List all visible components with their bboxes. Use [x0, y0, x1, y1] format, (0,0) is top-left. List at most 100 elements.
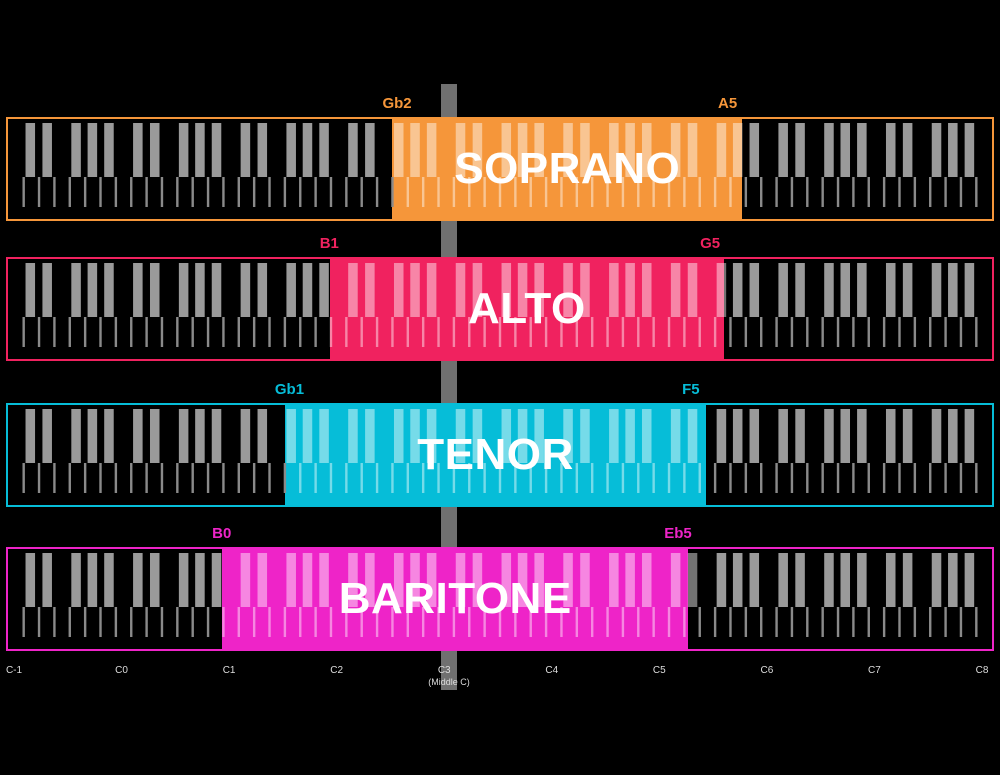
black-key [501, 263, 512, 317]
white-key [683, 317, 686, 347]
white-key [683, 607, 686, 637]
white-key [53, 177, 56, 207]
white-key [713, 317, 717, 347]
white-key [176, 177, 179, 207]
octave-label: C6 [760, 665, 774, 676]
black-key [964, 263, 975, 317]
black-key [240, 409, 251, 463]
white-key [22, 463, 25, 493]
white-key [913, 317, 917, 347]
white-key [821, 177, 824, 207]
white-key [637, 463, 640, 493]
white-key [437, 463, 440, 493]
white-key [790, 463, 794, 493]
black-key [641, 263, 652, 317]
white-key [744, 463, 748, 493]
black-key [824, 263, 834, 317]
black-key [517, 123, 528, 177]
black-key [687, 263, 698, 317]
white-key [882, 317, 886, 347]
black-key [302, 553, 313, 607]
black-key [840, 263, 851, 317]
white-key [898, 463, 901, 493]
range-highlight [392, 119, 742, 219]
white-key [944, 177, 947, 207]
white-key [775, 177, 778, 207]
white-key [637, 177, 640, 207]
black-key [87, 263, 98, 317]
black-key [885, 123, 896, 177]
white-key [929, 317, 932, 347]
white-key [959, 317, 963, 347]
white-key [590, 463, 594, 493]
white-key [437, 177, 440, 207]
white-key [944, 317, 947, 347]
white-key [237, 317, 240, 347]
white-key [283, 607, 287, 637]
white-key [683, 463, 686, 493]
black-key [133, 263, 143, 317]
black-key [902, 263, 913, 317]
range-high-label: G5 [700, 235, 721, 252]
white-key [483, 317, 486, 347]
octave-label: C0 [115, 665, 128, 676]
white-key [160, 607, 164, 637]
white-key [391, 463, 394, 493]
black-key [393, 263, 404, 317]
white-key [498, 463, 502, 493]
white-key [744, 607, 748, 637]
range-high-label: Eb5 [664, 525, 692, 542]
black-key [563, 123, 573, 177]
white-key [744, 317, 748, 347]
white-key [975, 317, 978, 347]
octave-label: C7 [868, 665, 881, 676]
white-key [99, 607, 102, 637]
white-key [37, 177, 41, 207]
white-key [836, 177, 840, 207]
black-key [857, 553, 867, 607]
black-key [931, 123, 942, 177]
black-key [732, 263, 743, 317]
black-key [964, 553, 975, 607]
white-key [913, 463, 917, 493]
black-key [319, 123, 329, 177]
black-key [670, 409, 681, 463]
white-key [560, 463, 563, 493]
white-key [468, 463, 471, 493]
black-key [625, 123, 635, 177]
black-key [687, 553, 698, 607]
white-key [713, 463, 717, 493]
white-key [944, 463, 947, 493]
white-key [913, 177, 917, 207]
white-key [959, 463, 963, 493]
black-key [902, 553, 913, 607]
white-key [621, 607, 625, 637]
white-key [590, 317, 594, 347]
black-key [885, 409, 896, 463]
black-key [824, 409, 834, 463]
white-key [130, 317, 133, 347]
white-key [514, 463, 517, 493]
white-key [114, 177, 118, 207]
black-key [563, 263, 573, 317]
black-key [931, 409, 942, 463]
white-key [729, 607, 732, 637]
white-key [206, 177, 210, 207]
black-key [211, 553, 222, 607]
white-key [929, 177, 932, 207]
white-key [53, 317, 56, 347]
white-key [145, 177, 148, 207]
white-key [237, 177, 240, 207]
white-key [206, 317, 210, 347]
range-name: SOPRANO [454, 144, 681, 193]
white-key [299, 607, 302, 637]
white-key [498, 177, 502, 207]
white-key [852, 607, 855, 637]
white-key [729, 463, 732, 493]
black-key [609, 123, 619, 177]
white-key [898, 607, 901, 637]
white-key [237, 607, 240, 637]
white-key [790, 317, 794, 347]
white-key [83, 177, 87, 207]
black-key [71, 553, 81, 607]
